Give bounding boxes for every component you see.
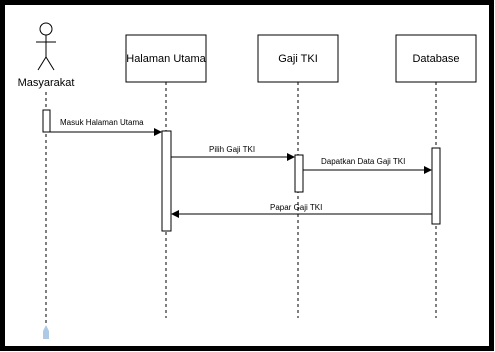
lifeline-box: [125, 34, 207, 83]
message-label: Papar Gaji TKI: [270, 203, 322, 212]
message-3: Dapatkan Data Gaji TKI: [303, 157, 432, 174]
lifeline-end-marker-icon: [43, 325, 49, 331]
lifeline-database: Database: [395, 34, 477, 83]
actor-masyarakat: Masyarakat: [18, 22, 75, 89]
lifeline-halaman-utama: Halaman Utama: [125, 34, 207, 83]
lifeline-box: [395, 34, 477, 83]
actor-activation-bar: [42, 109, 51, 133]
message-2: Pilih Gaji TKI: [171, 145, 295, 161]
lifeline-label: Halaman Utama: [126, 53, 206, 65]
lifeline-label: Gaji TKI: [278, 53, 318, 65]
lifeline-box: [257, 34, 339, 83]
actor-label: Masyarakat: [18, 77, 75, 89]
halaman-utama-activation-bar: [161, 130, 172, 232]
message-label: Pilih Gaji TKI: [209, 145, 255, 154]
stick-figure-icon: [36, 22, 56, 71]
lifeline-end-marker: [43, 331, 49, 339]
database-activation-bar: [431, 147, 441, 225]
message-label: Dapatkan Data Gaji TKI: [321, 157, 405, 166]
gaji-tki-activation-bar: [294, 154, 304, 193]
message-1: Masuk Halaman Utama: [50, 118, 162, 136]
message-label: Masuk Halaman Utama: [60, 118, 144, 127]
message-4: Papar Gaji TKI: [171, 203, 432, 218]
lifeline-label: Database: [412, 53, 459, 65]
lifeline-gaji-tki: Gaji TKI: [257, 34, 339, 83]
